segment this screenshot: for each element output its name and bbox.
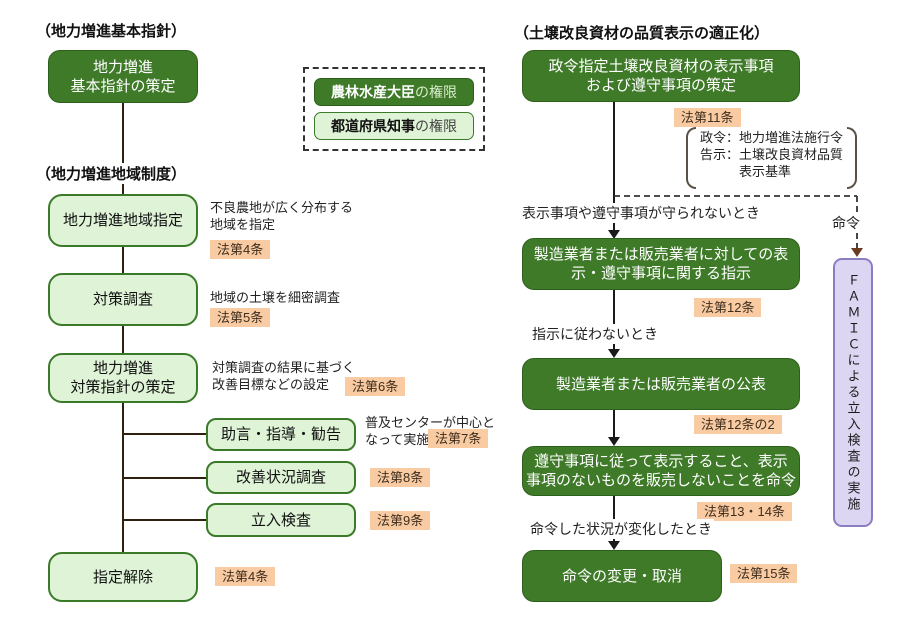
law-chip-article5: 法第5条 bbox=[210, 308, 271, 327]
down-arrowheads bbox=[608, 230, 620, 550]
note-region-designation: 不良農地が広く分布する 地域を指定 bbox=[210, 200, 354, 232]
legend-governor-name: 都道府県知事 bbox=[331, 118, 415, 134]
law-chip-article15: 法第15条 bbox=[730, 564, 798, 583]
box-instruction-to-manufacturers: 製造業者または販売業者に対しての表 示・遵守事項に関する指示 bbox=[522, 238, 800, 290]
condition-instruction-ignored-label: 指示に従わないとき bbox=[530, 324, 660, 344]
law-chip-article7: 法第7条 bbox=[428, 429, 489, 448]
box-basic-policy: 地力増進 基本指針の策定 bbox=[48, 50, 198, 103]
legend-minister-suffix: の権限 bbox=[415, 84, 457, 100]
law-chip-article13-14: 法第13・14条 bbox=[697, 502, 792, 521]
famic-inspection-text: ＦＡＭＩＣによる立入検査の実施 bbox=[845, 272, 861, 513]
box-compliance-order: 遵守事項に従って表示すること、表示 事項のないものを販売しないことを命令 bbox=[522, 446, 800, 496]
law-chip-article6: 法第6条 bbox=[345, 377, 406, 396]
section-title-quality-labeling: （土壌改良資材の品質表示の適正化） bbox=[514, 22, 770, 43]
law-chip-article4: 法第4条 bbox=[210, 240, 271, 259]
box-public-announcement: 製造業者または販売業者の公表 bbox=[522, 358, 800, 410]
condition-situation-changed-label: 命令した状況が変化したとき bbox=[528, 519, 714, 539]
famic-inspection-box: ＦＡＭＩＣによる立入検査の実施 bbox=[833, 258, 873, 527]
legend-minister-authority: 農林水産大臣の権限 bbox=[314, 78, 474, 106]
legend-minister-name: 農林水産大臣 bbox=[331, 84, 415, 100]
note-advice-guidance: 普及センターが中心と なって実施 bbox=[365, 415, 496, 447]
section-title-region-system: （地力増進地域制度） bbox=[36, 163, 187, 184]
note-countermeasure-guideline: 対策調査の結果に基づく 改善目標などの設定 bbox=[212, 360, 356, 392]
famic-arrowhead bbox=[851, 248, 863, 257]
bracket-right bbox=[847, 127, 858, 189]
law-chip-article11: 法第11条 bbox=[674, 108, 741, 127]
box-region-designation: 地力増進地域指定 bbox=[48, 194, 198, 247]
famic-dashed-line bbox=[614, 195, 858, 249]
cabinet-order-note: 政令：地力増進法施行令 告示：土壌改良資材品質 表示基準 bbox=[686, 127, 858, 189]
law-chip-article12-2: 法第12条の2 bbox=[694, 415, 782, 434]
box-advice-guidance: 助言・指導・勧告 bbox=[206, 418, 356, 451]
box-labeling-standards: 政令指定土壌改良資材の表示事項 および遵守事項の策定 bbox=[522, 50, 800, 102]
section-title-basic-policy: （地力増進基本指針） bbox=[36, 20, 187, 41]
box-countermeasure-guideline: 地力増進 対策指針の策定 bbox=[48, 353, 198, 403]
order-label: 命令 bbox=[832, 213, 860, 233]
box-designation-release: 指定解除 bbox=[48, 552, 198, 602]
condition-not-followed-label: 表示事項や遵守事項が守られないとき bbox=[520, 203, 762, 223]
bracket-left bbox=[686, 127, 696, 189]
law-chip-article12: 法第12条 bbox=[694, 298, 762, 317]
box-improvement-status-survey: 改善状況調査 bbox=[206, 461, 356, 494]
law-chip-article4-release: 法第4条 bbox=[215, 567, 276, 586]
box-onsite-inspection: 立入検査 bbox=[206, 503, 356, 537]
box-order-change-cancel: 命令の変更・取消 bbox=[522, 550, 722, 602]
legend-governor-authority: 都道府県知事の権限 bbox=[314, 112, 474, 140]
law-chip-article8: 法第8条 bbox=[370, 468, 431, 487]
law-chip-article9: 法第9条 bbox=[370, 511, 431, 530]
cabinet-order-note-text: 政令：地力増進法施行令 告示：土壌改良資材品質 表示基準 bbox=[700, 130, 844, 179]
box-countermeasure-survey: 対策調査 bbox=[48, 273, 198, 326]
legend-governor-suffix: の権限 bbox=[415, 118, 457, 134]
note-countermeasure-survey: 地域の土壌を細密調査 bbox=[210, 290, 341, 305]
